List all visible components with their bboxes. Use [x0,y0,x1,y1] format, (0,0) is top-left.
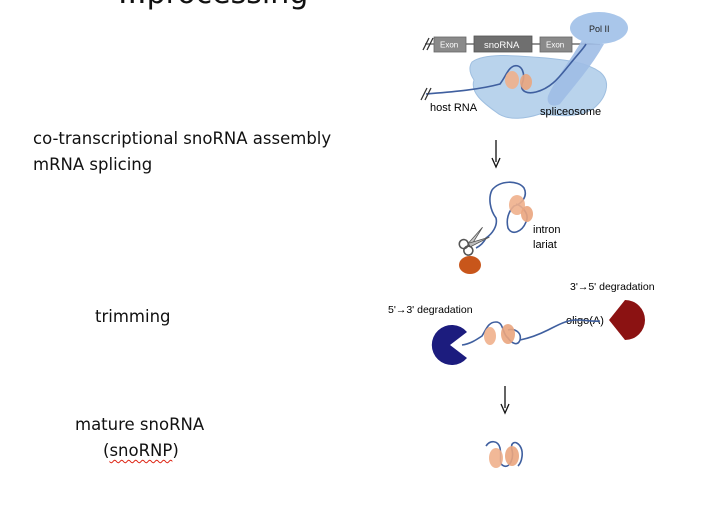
lariat-protein-2 [521,206,533,222]
exonuclease-3to5-icon [609,300,645,340]
stage-transcription: Exon snoRNA Exon Pol II host RNA spliceo… [420,12,628,119]
stage-trimming: 5'→3' degradation 3'→5' degradation olig… [388,281,655,365]
dna-break-mark [422,37,434,51]
mature-protein-1 [489,448,503,468]
pol2-label: Pol II [589,24,610,34]
exon-left-label: Exon [440,41,458,50]
trimming-protein-1 [484,327,496,345]
snorna-gene-label: snoRNA [484,40,520,51]
host-rna-label: host RNA [430,102,478,114]
pol2-ellipse [570,12,628,44]
exonuclease-5to3-icon [431,325,467,365]
step-label-trimming: trimming [95,307,171,326]
snornp-protein-2 [520,74,532,90]
lariat-loop [475,181,528,249]
snorna-gene-box [473,35,533,53]
lariat-label-intron: intron [533,224,561,236]
trimming-protein-2 [501,324,515,344]
pol2-tail [547,40,604,106]
lariat-protein-1 [509,195,525,215]
exon-left-box [433,36,467,53]
label-3to5-degradation: 3'→5' degradation [570,281,655,293]
arrow-down-2 [500,386,510,415]
page-title-fragment: ...processing [118,0,308,11]
mature-protein-2 [505,446,519,466]
exon-right-box [539,36,573,53]
debranching-enzyme [459,256,481,274]
snornp-protein-1 [505,71,519,89]
stage-mature-snornp [485,440,523,468]
step-label-mrna-splicing: mRNA splicing [33,155,153,174]
label-5to3-degradation: 5'→3' degradation [388,304,473,316]
exon-right-label: Exon [546,41,564,50]
stage-intron-lariat: intron lariat [458,181,561,274]
rna-break-mark [420,87,432,101]
scissors-icon [458,227,490,256]
step-label-snornp: (snoRNP) [103,441,179,460]
lariat-label-lariat: lariat [533,239,557,251]
step-label-mature-snorna: mature snoRNA [75,415,205,434]
snornp-text: (snoRNP) [103,441,179,460]
step-label-cotranscriptional: co-transcriptional snoRNA assembly [33,129,332,148]
spliceosome-label: spliceosome [540,106,601,118]
arrow-down-1 [491,140,501,169]
